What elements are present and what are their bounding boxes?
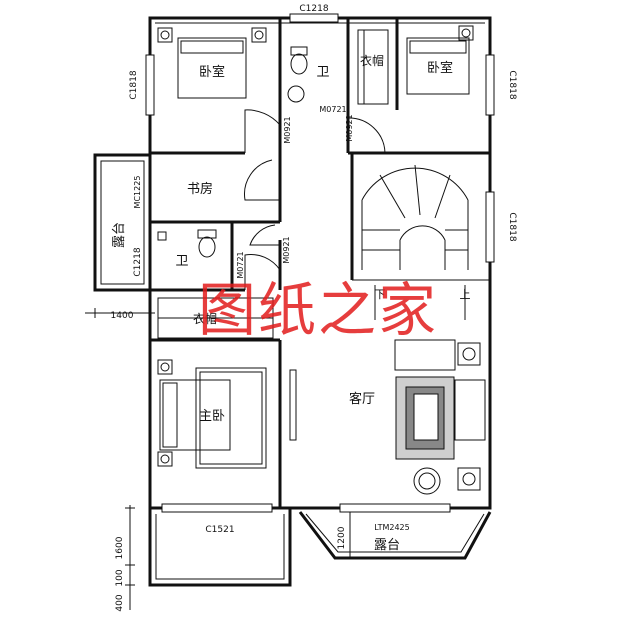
master-bedroom-label: 主卧 [199, 409, 225, 424]
staircase [361, 164, 469, 320]
bathroom-mid-label: 卫 [175, 254, 188, 269]
interior-walls [150, 18, 490, 508]
window-bottom-label: C1521 [205, 525, 234, 535]
window-right-mid-label: C1818 [507, 212, 517, 241]
dimension-1600-label: 1600 [115, 536, 125, 559]
door-mc1225-label: MC1225 [133, 176, 142, 209]
windows [145, 13, 495, 513]
window-left-terrace-label: C1218 [133, 247, 143, 276]
dimension-400-label: 400 [115, 594, 125, 611]
door-m0921-b-label: M0921 [345, 114, 354, 141]
living-room-label: 客厅 [349, 391, 375, 407]
sofa-set [394, 339, 486, 491]
armchair [413, 467, 441, 495]
dimension-1400-label: 1400 [111, 311, 134, 321]
study-label: 书房 [187, 181, 213, 197]
bed-top-right [406, 25, 474, 95]
window-right-upper-label: C1818 [507, 70, 517, 99]
bedroom-top-left-label: 卧室 [199, 64, 225, 80]
terrace-bottom-label: 露台 [374, 538, 400, 553]
toilet-top [287, 46, 308, 103]
terrace-bottom [298, 511, 492, 560]
rug [395, 376, 455, 460]
closet-mid [157, 297, 274, 339]
stair-down-label: 下 [375, 288, 386, 301]
dimension-100-label: 100 [115, 569, 125, 586]
balcony-bottom [148, 508, 292, 587]
dimension-lines [85, 308, 351, 610]
door-ltm2425-label: LTM2425 [374, 523, 410, 532]
window-top-label: C1218 [299, 4, 328, 14]
bedroom-top-right-label: 卧室 [427, 60, 453, 76]
dimension-1200-label: 1200 [337, 526, 347, 549]
door-m0721-top-label: M0721 [319, 105, 346, 114]
window-left-upper-label: C1818 [129, 70, 139, 99]
stair-up-label: 上 [460, 288, 471, 301]
closet-top [357, 29, 389, 105]
closet-mid-label: 衣帽 [193, 311, 217, 326]
terrace-left [93, 153, 152, 292]
closet-top-label: 衣帽 [360, 53, 384, 68]
terrace-left-label: 露台 [112, 222, 127, 248]
toilet-mid [157, 229, 217, 258]
door-m0721-mid-label: M0721 [236, 251, 245, 278]
exterior-walls [148, 16, 492, 510]
doors [244, 109, 386, 290]
bathroom-top-label: 卫 [316, 65, 329, 80]
tv-cabinet [289, 369, 297, 441]
door-m0921-mid-label: M0921 [282, 236, 291, 263]
bed-top-left [157, 27, 267, 99]
bed-master [157, 359, 267, 469]
watermark: 图纸之家 [198, 276, 438, 344]
door-m0921-a-label: M0921 [283, 116, 292, 143]
